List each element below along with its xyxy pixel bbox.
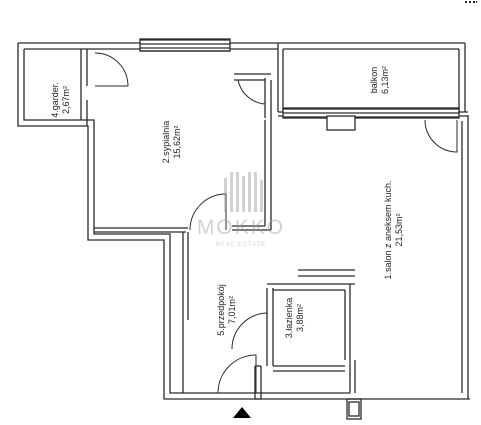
room-area: 15,62m² bbox=[172, 125, 182, 158]
room-name: 3.łazienka bbox=[284, 298, 294, 339]
watermark-subtitle: REAL ESTATE bbox=[216, 242, 267, 248]
door-swings bbox=[94, 52, 458, 394]
cropped-corner-text bbox=[463, 0, 479, 20]
watermark-brand: MOKKO bbox=[197, 216, 285, 239]
mokko-logo-icon bbox=[224, 172, 263, 212]
room-area: 7,01m² bbox=[227, 296, 237, 324]
room-label-przedpokoj: 5.przedpokój 7,01m² bbox=[216, 284, 237, 336]
room-name: balkon bbox=[369, 67, 379, 94]
room-label-salon: 1.salon z aneksem kuch. 21,53m² bbox=[383, 180, 404, 279]
room-area: 21,53m² bbox=[394, 213, 404, 246]
room-area: 3,88m² bbox=[295, 304, 305, 332]
entrance-arrow-icon bbox=[233, 407, 251, 418]
watermark-logo: MOKKO REAL ESTATE bbox=[197, 172, 285, 248]
room-label-lazienka: 3.łazienka 3,88m² bbox=[284, 298, 305, 339]
room-label-garderoba: 4.garder. 2,67m² bbox=[50, 82, 71, 118]
plan-walls bbox=[17, 38, 470, 420]
cropped-text-fragment-icon bbox=[465, 1, 477, 3]
room-name: 4.garder. bbox=[50, 82, 60, 118]
room-name: 1.salon z aneksem kuch. bbox=[383, 180, 393, 279]
room-area: 2,67m² bbox=[61, 86, 71, 114]
room-label-sypialnia: 2.sypialnia 15,62m² bbox=[161, 121, 182, 164]
room-area: 6,13m² bbox=[380, 66, 390, 94]
room-name: 5.przedpokój bbox=[216, 284, 226, 336]
room-label-balkon: balkon 6,13m² bbox=[369, 66, 390, 94]
room-name: 2.sypialnia bbox=[161, 121, 171, 164]
